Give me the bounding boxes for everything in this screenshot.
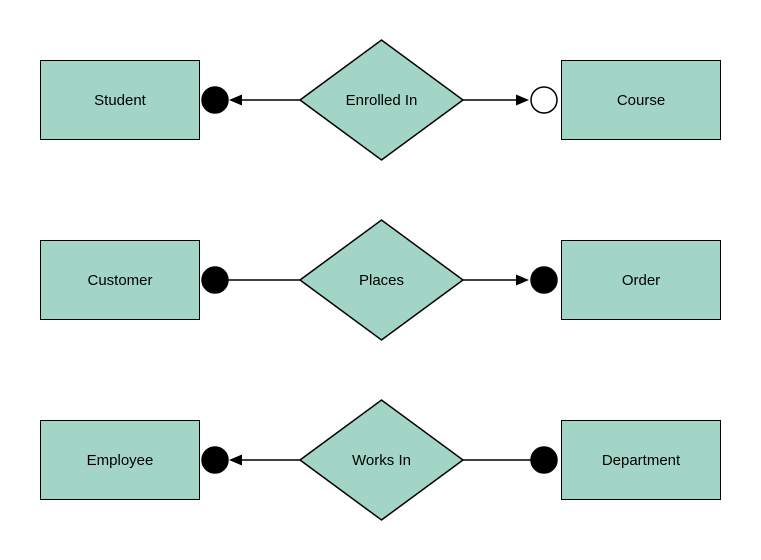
- filled-circle-terminator-icon: [530, 446, 558, 474]
- arrowhead-right-icon: [516, 94, 529, 106]
- filled-circle-terminator-icon: [201, 446, 229, 474]
- filled-circle-terminator-icon: [201, 266, 229, 294]
- relationship-row-places: Customer Places Order: [0, 219, 761, 341]
- relationship-row-works-in: Employee Works In Department: [0, 399, 761, 521]
- entity-label: Department: [601, 451, 681, 469]
- arrowhead-left-icon: [229, 94, 242, 106]
- entity-label: Order: [621, 271, 661, 289]
- arrowhead-right-icon: [516, 274, 529, 286]
- entity-box-course: Course: [561, 60, 721, 140]
- entity-box-order: Order: [561, 240, 721, 320]
- relationship-diamond: [298, 219, 465, 341]
- entity-box-student: Student: [40, 60, 200, 140]
- entity-box-department: Department: [561, 420, 721, 500]
- connector-graphics: [201, 399, 558, 521]
- relationship-row-enrolled-in: Student Enrolled In Course: [0, 39, 761, 161]
- entity-box-customer: Customer: [40, 240, 200, 320]
- connector-graphics: [201, 39, 558, 161]
- entity-label: Student: [94, 91, 146, 109]
- relationship-diamond: [298, 399, 465, 521]
- filled-circle-terminator-icon: [201, 86, 229, 114]
- entity-label: Employee: [86, 451, 154, 469]
- arrowhead-left-icon: [229, 454, 242, 466]
- open-circle-terminator-icon: [530, 86, 558, 114]
- relationship-diamond: [298, 39, 465, 161]
- connector-graphics: [201, 219, 558, 341]
- entity-box-employee: Employee: [40, 420, 200, 500]
- filled-circle-terminator-icon: [530, 266, 558, 294]
- entity-label: Customer: [87, 271, 153, 289]
- entity-label: Course: [616, 91, 666, 109]
